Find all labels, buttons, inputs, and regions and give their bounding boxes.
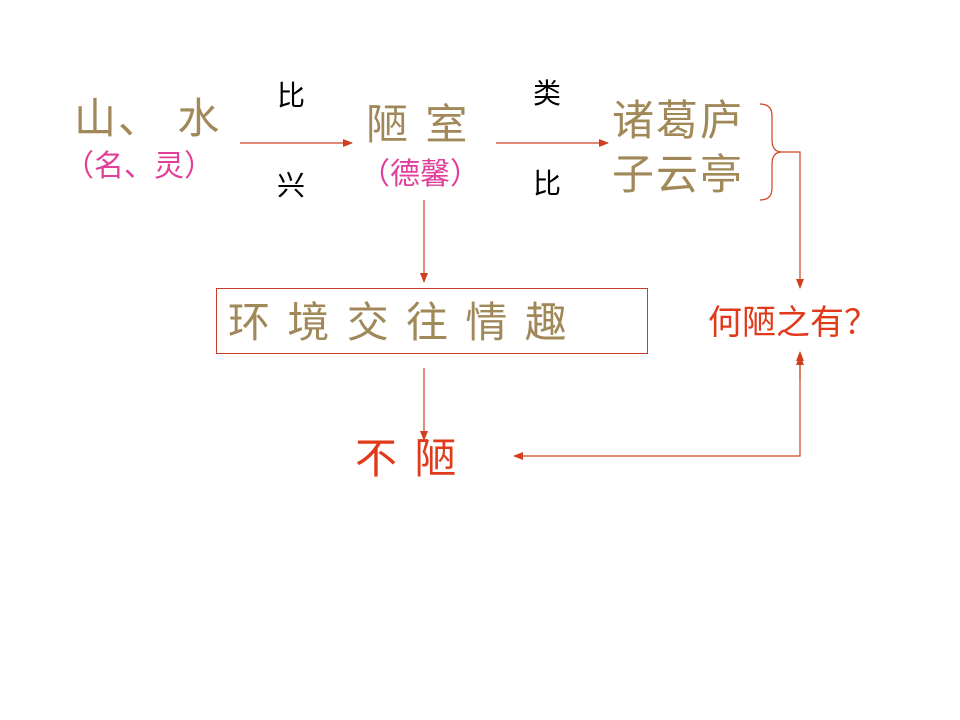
node-shan-shui: 山、 水 [74, 94, 222, 143]
node-lou-shi-note: （德馨） [360, 157, 480, 192]
node-qualities: 环 境 交 往 情 趣 [228, 298, 569, 347]
node-ancient-line2: 子云亭 [612, 150, 745, 199]
node-lou-shi: 陋 室 [366, 100, 470, 149]
arrow-question-to-bulou [513, 351, 804, 460]
edge-label-bi-bottom: 比 [533, 167, 562, 200]
node-shan-shui-note: （名、灵） [64, 149, 214, 184]
edge-label-lei: 类 [533, 77, 562, 110]
edge-label-bi-top: 比 [277, 79, 306, 112]
node-bu-lou: 不 陋 [355, 434, 459, 483]
arrow-brace-to-question [782, 151, 804, 289]
qualities-box [216, 288, 648, 354]
edge-label-xing: 兴 [277, 169, 306, 202]
node-question: 何陋之有？ [708, 303, 878, 343]
brace-ancient [759, 103, 783, 201]
node-ancient-line1: 诸葛庐 [612, 96, 745, 145]
